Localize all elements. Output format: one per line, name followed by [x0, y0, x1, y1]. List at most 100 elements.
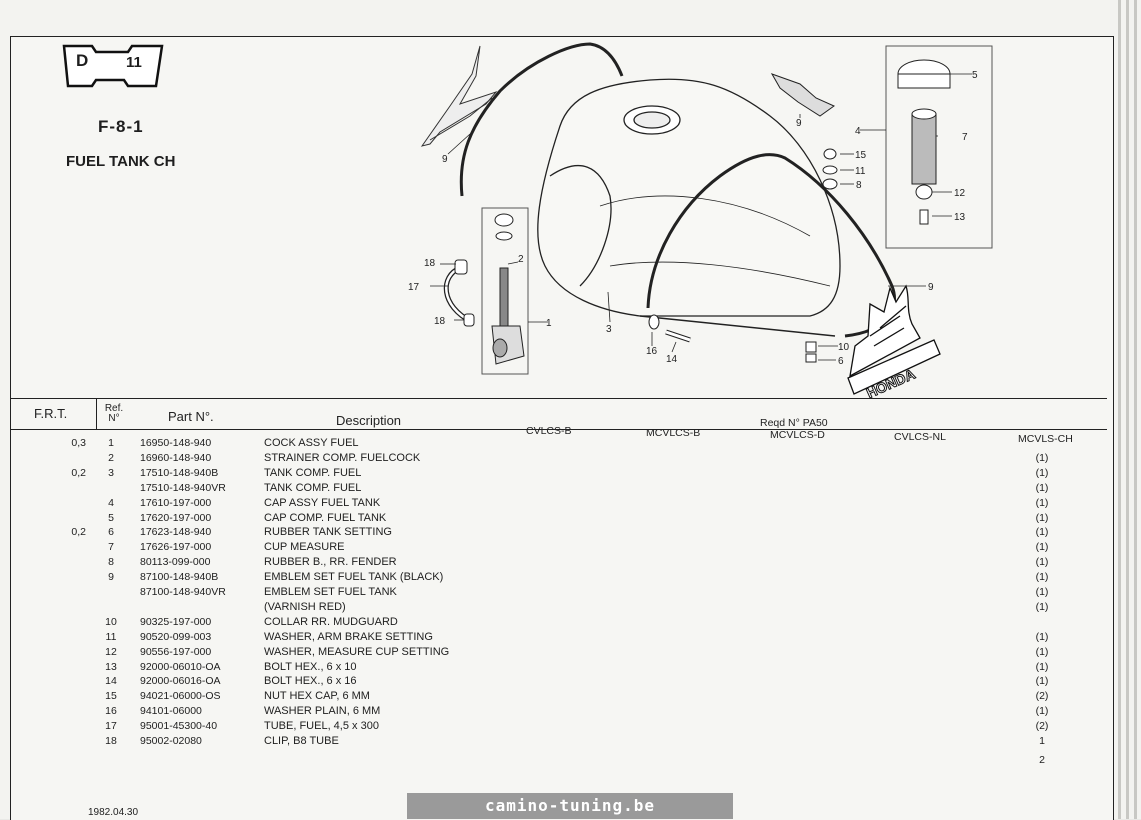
row-ref: 8: [108, 556, 114, 569]
table-row: 18 95002-02080 CLIP, B8 TUBE 1: [0, 735, 1141, 750]
table-row: 9 87100-148-940B EMBLEM SET FUEL TANK (BLA…: [0, 571, 1141, 586]
row-description: CUP MEASURE: [264, 541, 345, 554]
print-date: 1982.04.30: [88, 807, 139, 818]
row-part-no: 94101-06000: [140, 705, 202, 718]
row-description: BOLT HEX., 6 x 10: [264, 660, 357, 673]
row-description: COLLAR RR. MUDGUARD: [264, 615, 398, 628]
header-divider: [96, 399, 97, 429]
row-description: EMBLEM SET FUEL TANK (BLACK): [264, 571, 444, 584]
row-quantity: 1: [1039, 735, 1045, 747]
row-description: TUBE, FUEL, 4,5 x 300: [264, 720, 379, 733]
row-part-no: 17610-197-000: [140, 496, 212, 509]
fuel-tank-drawing: [537, 78, 841, 337]
header-part-no: Part N°.: [168, 409, 214, 424]
row-part-no: 95002-02080: [140, 735, 202, 747]
filler-cap-drawing: [885, 45, 993, 249]
callout-9-left: 9: [442, 154, 448, 165]
row-ref: 2: [108, 451, 114, 464]
watermark-banner[interactable]: camino-tuning.be: [407, 793, 733, 819]
row-quantity: (1): [1035, 496, 1049, 509]
row-quantity: (2): [1035, 690, 1049, 703]
callout-8: 8: [856, 180, 862, 191]
row-ref: 6: [108, 526, 114, 539]
row-part-no: 17626-197-000: [140, 541, 212, 554]
row-quantity: (1): [1035, 586, 1049, 598]
callout-9-top: 9: [796, 118, 802, 129]
row-description: CLIP, B8 TUBE: [264, 735, 339, 747]
callout-13: 13: [954, 212, 966, 223]
table-row: 2 16960-148-940 STRAINER COMP. FUELCOCK (1): [0, 452, 1141, 467]
row-ref: 16: [105, 705, 117, 718]
parts-table-header: F.R.T. Ref. N° Part N°. Description Reqd…: [10, 398, 1107, 445]
row-ref: 17: [105, 720, 117, 733]
page-edge: [1134, 0, 1137, 819]
extra-quantity: 2: [1039, 754, 1045, 766]
row-part-no: 94021-06000-OS: [140, 690, 221, 703]
callout-6: 6: [838, 356, 844, 367]
row-quantity: (2): [1035, 720, 1049, 733]
callout-17: 17: [408, 282, 420, 293]
row-quantity: (1): [1035, 451, 1049, 464]
header-frt: F.R.T.: [34, 406, 68, 421]
page-edge: [1126, 0, 1129, 819]
callout-3: 3: [606, 324, 612, 335]
row-description: BOLT HEX., 6 x 16: [264, 675, 357, 688]
row-quantity: (1): [1035, 660, 1049, 673]
row-quantity: (1): [1035, 541, 1049, 554]
row-frt: 0,2: [71, 466, 86, 479]
row-quantity: (1): [1035, 630, 1049, 643]
leader-lines: [430, 73, 972, 361]
row-quantity: (1): [1035, 556, 1049, 569]
row-ref: 12: [105, 645, 117, 658]
row-part-no: 16960-148-940: [140, 451, 212, 464]
callout-4: 4: [855, 126, 861, 137]
row-description: WASHER, ARM BRAKE SETTING: [264, 630, 433, 643]
callout-12: 12: [954, 188, 966, 199]
row-description: EMBLEM SET FUEL TANK: [264, 586, 397, 598]
row-part-no: 87100-148-940B: [140, 571, 219, 584]
callout-7: 7: [962, 132, 968, 143]
header-ref: Ref. N°: [104, 403, 124, 424]
row-part-no: 17510-148-940VR: [140, 481, 226, 494]
exploded-diagram: HONDA 1 2 3: [408, 42, 993, 402]
row-ref: 13: [105, 660, 117, 673]
row-description: CAP COMP. FUEL TANK: [264, 511, 387, 524]
row-ref: 9: [108, 571, 114, 584]
row-ref: 18: [105, 735, 117, 747]
row-description: WASHER PLAIN, 6 MM: [264, 705, 381, 718]
row-quantity: (1): [1035, 571, 1049, 584]
section-letter: D: [76, 51, 89, 70]
row-description: STRAINER COMP. FUELCOCK: [264, 451, 421, 464]
honda-wing-emblem: HONDA: [847, 284, 941, 402]
small-hardware-drawing: [648, 148, 838, 363]
header-model-3: MCVLCS-D: [770, 429, 825, 441]
section-logo: D 11: [58, 42, 166, 90]
figure-code: F-8-1: [98, 117, 144, 136]
row-description: RUBBER B., RR. FENDER: [264, 556, 397, 569]
row-part-no: 90325-197-000: [140, 615, 212, 628]
header-model-1: CVLCS-B: [526, 425, 572, 437]
callout-18-top: 18: [424, 258, 436, 269]
callout-18-bottom: 18: [434, 316, 446, 327]
fuel-cock-drawing: [481, 207, 529, 375]
header-model-5: MCVLS-CH: [1018, 433, 1073, 445]
row-description: CAP ASSY FUEL TANK: [264, 496, 381, 509]
row-part-no: 90556-197-000: [140, 645, 212, 658]
row-frt: 0,2: [71, 526, 86, 539]
callout-11: 11: [855, 166, 866, 177]
section-number: 11: [126, 54, 142, 71]
fuel-tube-drawing: [443, 259, 475, 327]
section-badge-shape: [62, 44, 164, 88]
